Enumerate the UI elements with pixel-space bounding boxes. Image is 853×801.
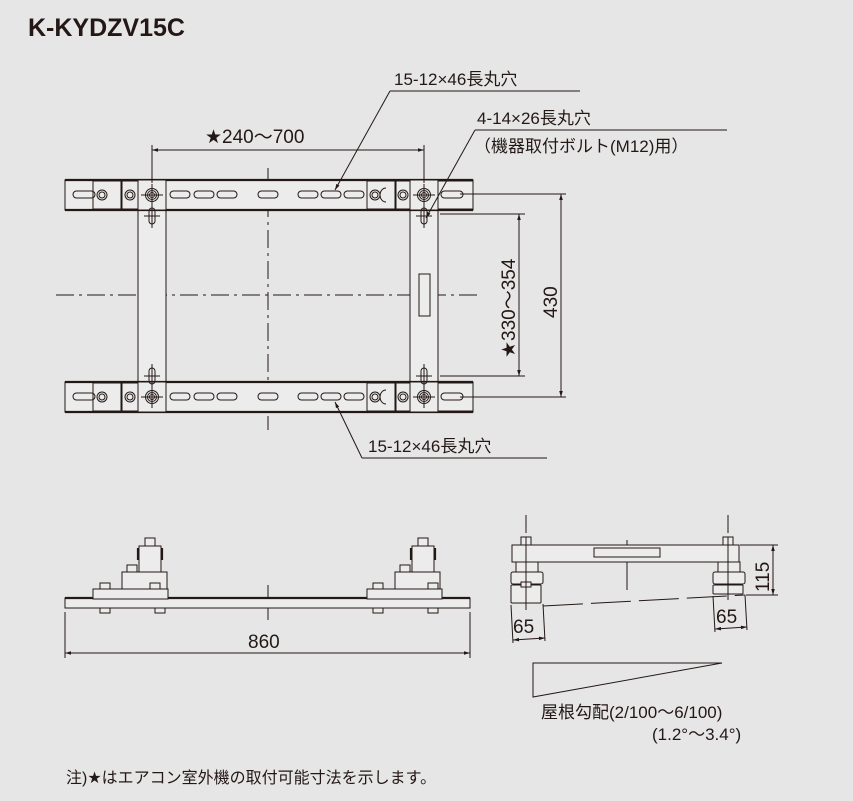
height-dimension: 115 bbox=[753, 562, 774, 592]
front-view: 860 bbox=[64, 537, 471, 658]
depth-range-dimension: ★330～354 bbox=[499, 258, 520, 358]
side-view: 115 65 65 bbox=[510, 515, 778, 644]
right-foot-dimension: 65 bbox=[716, 607, 737, 628]
depth-total-dimension: 430 bbox=[541, 286, 562, 318]
roof-slope-degrees: (1.2°～3.4°) bbox=[652, 725, 741, 744]
bottom-slots-callout: 15-12×46長丸穴 bbox=[368, 437, 491, 456]
footnote: 注)★はエアコン室外機の取付可能寸法を示します。 bbox=[66, 769, 436, 787]
plan-view: ★240～700 15-12×46長丸穴 4-14×26長丸穴 （機器取付ボルト… bbox=[56, 70, 727, 459]
model-title: K-KYDZV15C bbox=[28, 14, 185, 42]
length-dimension: 860 bbox=[248, 632, 280, 653]
width-range-dimension: ★240～700 bbox=[205, 127, 304, 148]
side-beam bbox=[511, 544, 740, 563]
bolt-holes-callout-line2: （機器取付ボルト(M12)用） bbox=[474, 137, 688, 156]
slope-triangle bbox=[532, 662, 723, 698]
top-slots-callout: 15-12×46長丸穴 bbox=[394, 70, 517, 89]
bottom-beam-slots bbox=[72, 389, 464, 405]
left-foot-dimension: 65 bbox=[513, 617, 534, 638]
bolt-holes-callout-line1: 4-14×26長丸穴 bbox=[477, 109, 591, 128]
roof-slope: 屋根勾配(2/100～6/100) (1.2°～3.4°) bbox=[532, 662, 741, 744]
roof-slope-label: 屋根勾配(2/100～6/100) bbox=[541, 703, 722, 722]
rail-slot bbox=[418, 273, 431, 317]
